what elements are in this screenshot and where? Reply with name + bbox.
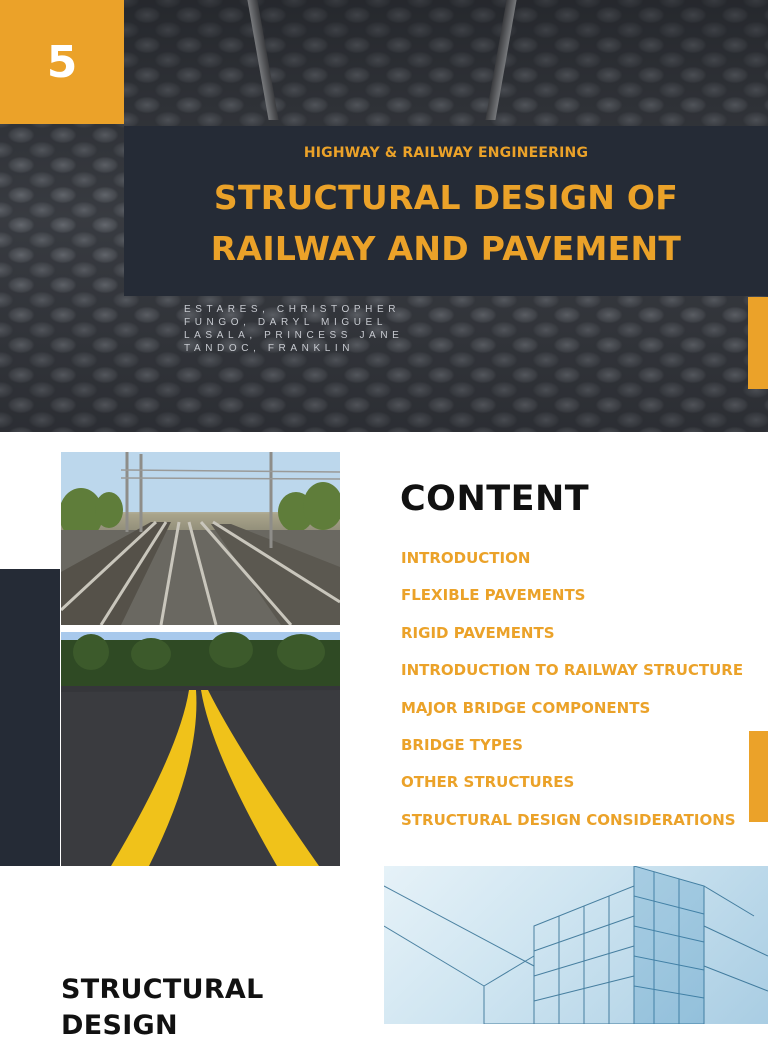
author-name: FUNGO, DARYL MIGUEL [184, 317, 387, 328]
toc-item: INTRODUCTION [401, 549, 531, 567]
author-name: ESTARES, CHRISTOPHER [184, 304, 401, 315]
photo-divider [208, 625, 340, 632]
author-name: TANDOC, FRANKLIN [184, 343, 355, 354]
author-list: ESTARES, CHRISTOPHER FUNGO, DARYL MIGUEL… [184, 303, 403, 355]
course-kicker: HIGHWAY & RAILWAY ENGINEERING [303, 145, 589, 161]
section-heading-line-2: DESIGN [61, 1010, 178, 1041]
accent-bar-top [748, 297, 768, 389]
dark-side-block [0, 569, 60, 866]
main-title-line-1: STRUCTURAL DESIGN OF [213, 178, 679, 217]
table-of-contents: INTRODUCTION FLEXIBLE PAVEMENTS RIGID PA… [401, 546, 743, 845]
rail-right [485, 0, 517, 120]
toc-item: OTHER STRUCTURES [401, 773, 575, 792]
title-panel: HIGHWAY & RAILWAY ENGINEERING STRUCTURAL… [124, 126, 768, 296]
toc-item: BRIDGE TYPES [401, 735, 523, 754]
toc-item: INTRODUCTION TO RAILWAY STRUCTURE [401, 661, 744, 680]
building-wireframe-image [384, 866, 768, 1024]
main-title: STRUCTURAL DESIGN OF RAILWAY AND PAVEMEN… [124, 172, 768, 274]
railway-tracks-photo [61, 452, 340, 625]
toc-item: STRUCTURAL DESIGN CONSIDERATIONS [401, 810, 736, 829]
accent-bar-middle [749, 731, 768, 822]
chapter-number-badge: 5 [0, 0, 124, 124]
chapter-number: 5 [46, 36, 78, 88]
content-heading: CONTENT [400, 479, 590, 519]
road-photo [61, 632, 340, 866]
section-heading: STRUCTURAL DESIGN [61, 972, 264, 1044]
toc-item: MAJOR BRIDGE COMPONENTS [401, 698, 651, 717]
rail-left [247, 0, 279, 120]
author-name: LASALA, PRINCESS JANE [184, 330, 404, 341]
toc-item: RIGID PAVEMENTS [401, 623, 555, 642]
toc-item: FLEXIBLE PAVEMENTS [401, 586, 586, 605]
main-title-line-2: RAILWAY AND PAVEMENT [210, 229, 682, 268]
section-heading-line-1: STRUCTURAL [61, 974, 264, 1005]
